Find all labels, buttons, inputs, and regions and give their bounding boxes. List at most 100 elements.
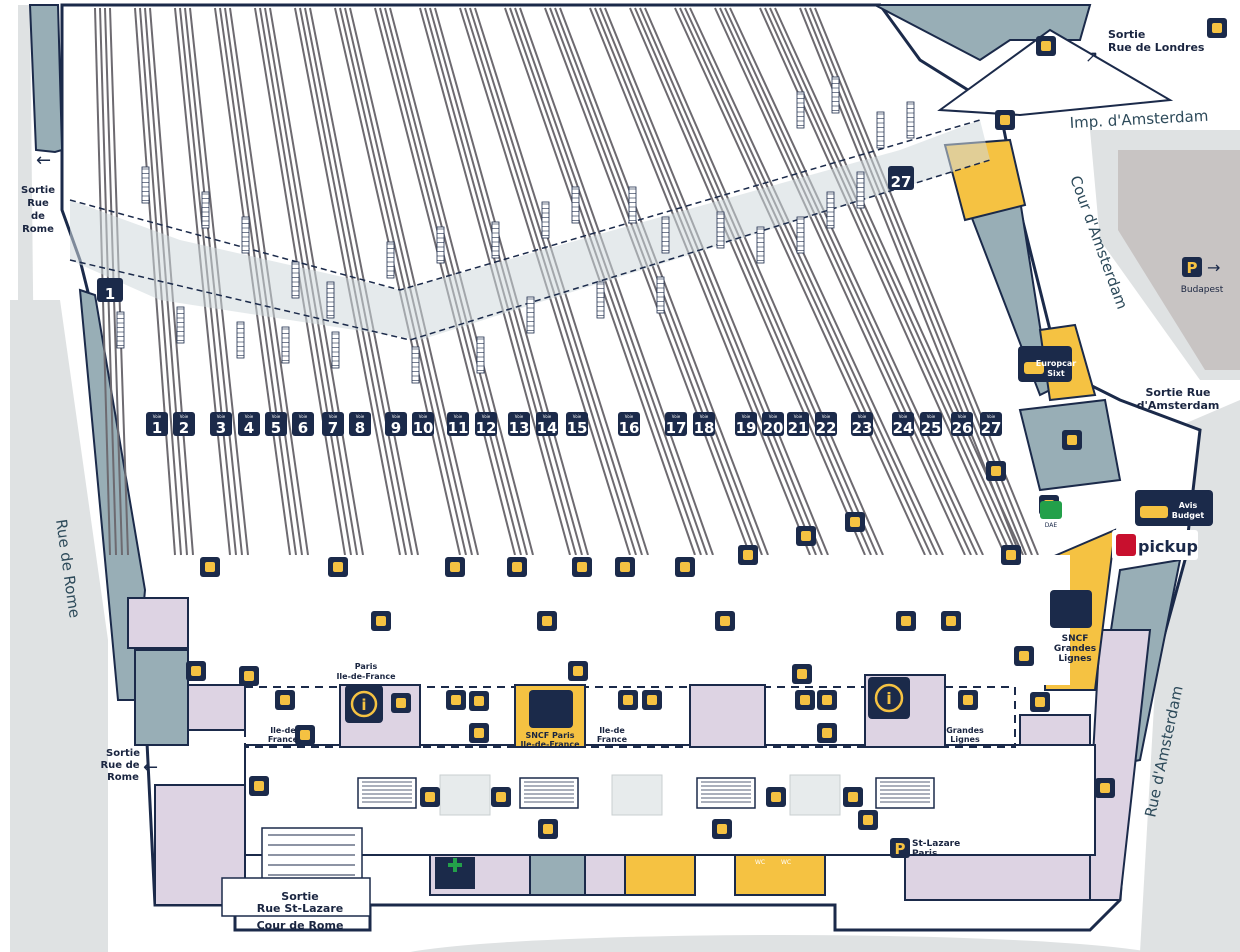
svg-text:Voie: Voie (822, 414, 831, 419)
escalator-group (696, 777, 756, 809)
atm-icon (738, 545, 758, 565)
stairs-icon (541, 201, 550, 239)
svg-text:Voie: Voie (987, 414, 996, 419)
stairs-icon (326, 281, 335, 319)
svg-text:Ile-de-France: Ile-de-France (520, 740, 580, 749)
svg-text:Voie: Voie (454, 414, 463, 419)
exit-rue-de-rome-bottom[interactable]: Sortie Rue de Rome ← (100, 748, 158, 783)
shop-right-lilac (1019, 714, 1091, 746)
left-lilac-2 (187, 684, 246, 731)
svg-text:Voie: Voie (217, 414, 226, 419)
stairs-icon (906, 101, 915, 139)
shop-icon (275, 690, 295, 710)
svg-text:SNCF: SNCF (1062, 634, 1089, 644)
svg-text:P: P (1187, 259, 1198, 277)
stairs-icon (201, 191, 210, 229)
info-paris-idf[interactable]: Paris Ile-de-France i (336, 662, 396, 723)
pharmacy-icon (845, 512, 865, 532)
svg-text:SNCF Paris: SNCF Paris (525, 731, 574, 740)
lower-shop-2 (584, 854, 626, 896)
svg-text:20: 20 (763, 419, 784, 437)
stairs-icon (526, 296, 535, 334)
svg-text:Sortie: Sortie (21, 185, 55, 196)
shop-icon (615, 557, 635, 577)
info-grandes-lignes[interactable]: i Grandes Lignes (868, 677, 984, 744)
svg-text:Voie: Voie (742, 414, 751, 419)
voie-label-row: Voie1Voie2Voie3Voie4Voie5Voie6Voie7Voie8… (146, 412, 1002, 437)
exit-rue-st-lazare[interactable]: Sortie Rue St-Lazare (257, 890, 343, 915)
europcar-sixt[interactable]: Europcar Sixt (1018, 346, 1076, 382)
ticket-icon (572, 557, 592, 577)
exit-rue-de-rome-top[interactable]: ← Sortie Rue de Rome (21, 150, 55, 235)
wc-block[interactable]: WC WC (755, 859, 791, 866)
svg-text:Voie: Voie (958, 414, 967, 419)
svg-text:Voie: Voie (927, 414, 936, 419)
svg-text:Voie: Voie (769, 414, 778, 419)
cafe-icon (675, 557, 695, 577)
exit-rue-de-londres[interactable]: Sortie Rue de Londres ↗ (1085, 28, 1205, 66)
defibrillator[interactable]: DAE (1040, 501, 1062, 529)
svg-text:←: ← (36, 150, 51, 171)
stairs-icon (856, 171, 865, 209)
top-right-ramp (937, 28, 1174, 117)
svg-text:d'Amsterdam: d'Amsterdam (1137, 399, 1220, 412)
svg-text:de: de (31, 211, 45, 222)
svg-text:25: 25 (921, 419, 942, 437)
svg-text:Grandes: Grandes (946, 726, 984, 735)
atm-icon (391, 693, 411, 713)
stairs-icon (796, 216, 805, 254)
exit-rue-d-amsterdam[interactable]: Sortie Rue d'Amsterdam (1137, 386, 1220, 412)
car-icon (858, 810, 878, 830)
stairs-icon (656, 276, 665, 314)
svg-text:2: 2 (179, 419, 189, 437)
pickup-point[interactable]: pickup (1112, 530, 1198, 560)
svg-text:1: 1 (152, 419, 162, 437)
svg-text:6: 6 (298, 419, 308, 437)
stairs-icon (571, 186, 580, 224)
exit-st-lazare-box[interactable] (221, 877, 371, 917)
svg-text:Sortie: Sortie (281, 890, 318, 903)
svg-text:7: 7 (328, 419, 338, 437)
ticket-icon (1014, 646, 1034, 666)
svg-text:i: i (361, 696, 366, 714)
avis-budget[interactable]: Avis Budget (1135, 490, 1213, 526)
stairs-icon (796, 91, 805, 129)
sncf-grandes-lignes[interactable]: SNCF Grandes Lignes (1050, 590, 1096, 664)
svg-text:Europcar: Europcar (1036, 359, 1076, 368)
svg-text:Grandes: Grandes (1054, 644, 1096, 654)
vending-icon (1095, 778, 1115, 798)
parking-budapest[interactable]: P → Budapest (1181, 257, 1224, 295)
svg-text:Voie: Voie (573, 414, 582, 419)
parking-st-lazare[interactable]: P St-Lazare Paris (890, 838, 960, 859)
pharmacy[interactable] (448, 858, 462, 872)
svg-text:Avis: Avis (1179, 501, 1198, 510)
svg-text:Sortie: Sortie (1108, 28, 1145, 41)
svg-text:5: 5 (271, 419, 281, 437)
block-budapest (1118, 150, 1240, 370)
svg-text:Voie: Voie (858, 414, 867, 419)
svg-text:Voie: Voie (356, 414, 365, 419)
svg-text:9: 9 (391, 419, 401, 437)
escalator-group (357, 777, 417, 809)
svg-text:WC: WC (781, 859, 791, 866)
lower-wc (734, 854, 826, 896)
sncf-paris-idf[interactable]: SNCF Paris Ile-de-France (520, 690, 580, 749)
arrow-icon (995, 110, 1015, 130)
svg-text:Rome: Rome (107, 772, 139, 783)
svg-text:26: 26 (952, 419, 973, 437)
gray-block-2 (611, 774, 663, 816)
svg-text:23: 23 (852, 419, 873, 437)
